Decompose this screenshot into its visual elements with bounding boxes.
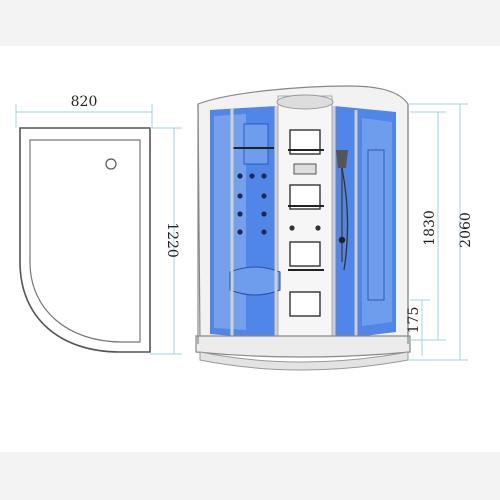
- cabin-view: [195, 85, 411, 371]
- bottom-band: [0, 452, 500, 500]
- jet-icon: [289, 225, 295, 231]
- ceiling-light-icon: [276, 94, 334, 110]
- cabin-outer-frame: [197, 104, 409, 344]
- door-height-label: 1830: [422, 210, 438, 246]
- cabin-tray: [195, 335, 411, 358]
- tray-height-label: 175: [406, 307, 422, 334]
- control-panel-icon: [293, 163, 317, 175]
- left-wall-jets: [237, 173, 267, 235]
- drain-icon: [105, 158, 117, 170]
- plan-view: 820 1220: [15, 94, 182, 355]
- tray-depth-label: 1220: [164, 222, 180, 258]
- top-band: [0, 0, 500, 46]
- mixer-icon: [338, 236, 346, 244]
- height-dimensions: 2060 1830 175: [406, 103, 474, 361]
- nozzle-panel-4: [289, 291, 321, 317]
- shower-hose-icon: [341, 167, 349, 271]
- left-glass-highlight: [214, 114, 246, 330]
- seat-icon: [229, 266, 281, 296]
- mirror-icon: [243, 123, 269, 165]
- light-panel-icon: [367, 149, 385, 301]
- hand-shower-icon: [336, 150, 348, 168]
- tray-inner-outline: [29, 139, 141, 343]
- tray-outline: [19, 127, 151, 353]
- tray-width-label: 820: [71, 94, 98, 110]
- cabin-height-label: 2060: [458, 212, 474, 248]
- nozzle-panel-3: [289, 241, 321, 267]
- jet-icon: [315, 225, 321, 231]
